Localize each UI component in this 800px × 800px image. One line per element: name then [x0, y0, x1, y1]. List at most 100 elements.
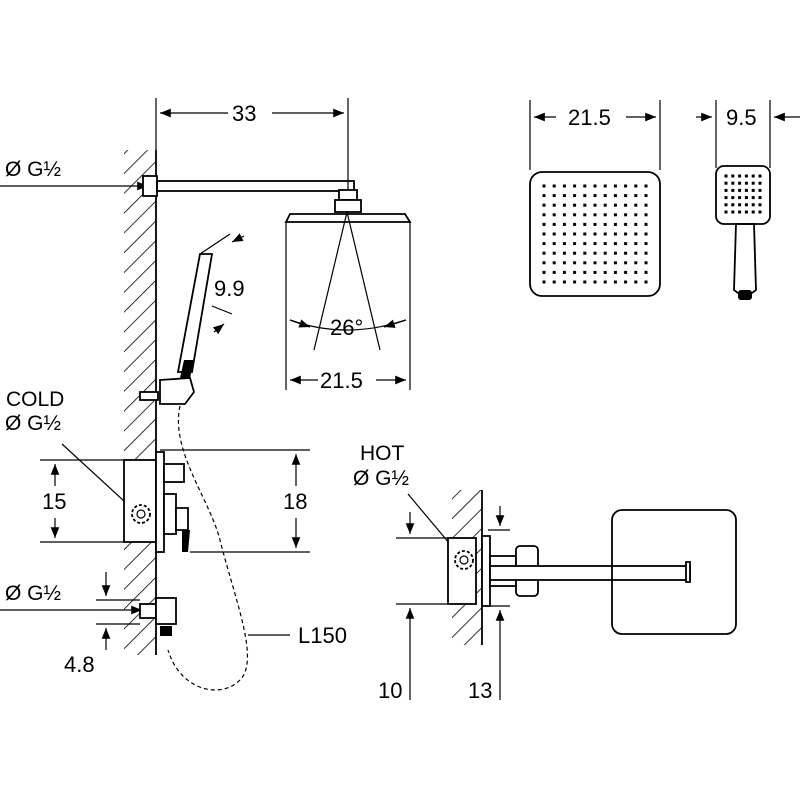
- nozzle-dot: [593, 222, 597, 226]
- nozzle-dot: [603, 280, 607, 284]
- nozzle-dot: [613, 270, 617, 274]
- nozzle-dot: [542, 184, 546, 188]
- nozzle-dot: [644, 261, 648, 265]
- nozzle-dot: [552, 270, 556, 274]
- depth-max-label: 13: [468, 678, 492, 703]
- nozzle-dot: [624, 203, 628, 207]
- nozzle-dot: [542, 261, 546, 265]
- nozzle-dot: [634, 203, 638, 207]
- nozzle-dot: [562, 222, 566, 226]
- nozzle-dot: [583, 232, 587, 236]
- inlet-thread-label: Ø G½: [5, 158, 61, 181]
- nozzle-dot: [738, 210, 742, 214]
- nozzle-dot: [634, 242, 638, 246]
- nozzle-dot: [542, 251, 546, 255]
- nozzle-dot: [724, 203, 728, 207]
- nozzle-dot: [552, 203, 556, 207]
- nozzle-dot: [744, 203, 748, 207]
- nozzle-dot: [624, 251, 628, 255]
- nozzle-dot: [603, 232, 607, 236]
- nozzle-dot: [603, 251, 607, 255]
- nozzle-dot: [624, 232, 628, 236]
- nozzle-dot: [583, 242, 587, 246]
- nozzle-dot: [593, 280, 597, 284]
- nozzle-dot: [603, 184, 607, 188]
- nozzle-dot: [758, 210, 762, 214]
- nozzle-dot: [552, 213, 556, 217]
- nozzle-dot: [613, 222, 617, 226]
- nozzle-dot: [573, 251, 577, 255]
- section-view: HOT Ø G½ 10 13: [353, 442, 737, 703]
- nozzle-dot: [644, 213, 648, 217]
- inlet-thread-callout: Ø G½: [0, 158, 148, 191]
- nozzle-dot: [738, 174, 742, 178]
- nozzle-dot: [573, 242, 577, 246]
- nozzle-dot: [644, 251, 648, 255]
- nozzle-dot: [573, 280, 577, 284]
- nozzle-dot: [552, 242, 556, 246]
- nozzle-dot: [583, 280, 587, 284]
- nozzle-dot: [593, 213, 597, 217]
- nozzle-dot: [613, 280, 617, 284]
- nozzle-dot: [634, 261, 638, 265]
- handset-width-top-label: 9.5: [726, 105, 757, 130]
- cold-thread-label: Ø G½: [5, 412, 61, 435]
- cold-label: COLD: [6, 388, 64, 411]
- nozzle-dot: [603, 194, 607, 198]
- nozzle-dot: [758, 188, 762, 192]
- nozzle-dot: [542, 222, 546, 226]
- nozzle-dot: [724, 174, 728, 178]
- nozzle-dot: [593, 270, 597, 274]
- nozzle-dot: [624, 213, 628, 217]
- arm-length-dimension: 33: [155, 98, 349, 190]
- nozzle-dot: [562, 251, 566, 255]
- hand-shower-side: 9.9: [139, 233, 245, 405]
- nozzle-dot: [593, 232, 597, 236]
- shower-arm: [142, 175, 362, 213]
- nozzle-dot: [583, 222, 587, 226]
- nozzle-dot: [624, 184, 628, 188]
- nozzle-dot: [573, 261, 577, 265]
- mixer-box-left: 15 18: [40, 449, 310, 553]
- nozzle-dot: [744, 196, 748, 200]
- nozzle-dot: [552, 194, 556, 198]
- nozzle-dot: [644, 242, 648, 246]
- nozzle-dot: [751, 203, 755, 207]
- nozzle-dot: [751, 210, 755, 214]
- nozzle-dot: [624, 261, 628, 265]
- nozzle-dot: [562, 213, 566, 217]
- nozzle-dot: [552, 232, 556, 236]
- nozzle-dot: [573, 232, 577, 236]
- nozzle-dot: [562, 203, 566, 207]
- left-wall: [124, 150, 157, 655]
- nozzle-dot: [634, 222, 638, 226]
- head-width-label: 21.5: [320, 368, 363, 393]
- nozzle-dot: [593, 251, 597, 255]
- nozzle-dot: [724, 188, 728, 192]
- nozzle-dot: [613, 213, 617, 217]
- nozzle-dot: [644, 232, 648, 236]
- bottom-outlet: Ø G½ 4.8: [0, 572, 177, 677]
- nozzle-dot: [738, 203, 742, 207]
- hot-label: HOT: [360, 442, 405, 465]
- nozzle-dot: [758, 181, 762, 185]
- nozzle-dot: [624, 270, 628, 274]
- depth-min-label: 10: [378, 678, 402, 703]
- nozzle-dot: [542, 194, 546, 198]
- nozzle-dot: [552, 261, 556, 265]
- nozzle-dot: [573, 194, 577, 198]
- nozzle-dot: [738, 181, 742, 185]
- box-height-right-label: 18: [283, 489, 307, 514]
- nozzle-dot: [624, 222, 628, 226]
- nozzle-dot: [542, 213, 546, 217]
- head-width-top-label: 21.5: [568, 105, 611, 130]
- nozzle-dot: [573, 213, 577, 217]
- nozzle-dot: [634, 270, 638, 274]
- nozzle-dot: [731, 196, 735, 200]
- nozzle-dot: [751, 188, 755, 192]
- nozzle-dot: [731, 174, 735, 178]
- nozzle-dot: [542, 203, 546, 207]
- nozzle-dot: [731, 210, 735, 214]
- nozzle-dot: [603, 261, 607, 265]
- nozzle-dot: [613, 261, 617, 265]
